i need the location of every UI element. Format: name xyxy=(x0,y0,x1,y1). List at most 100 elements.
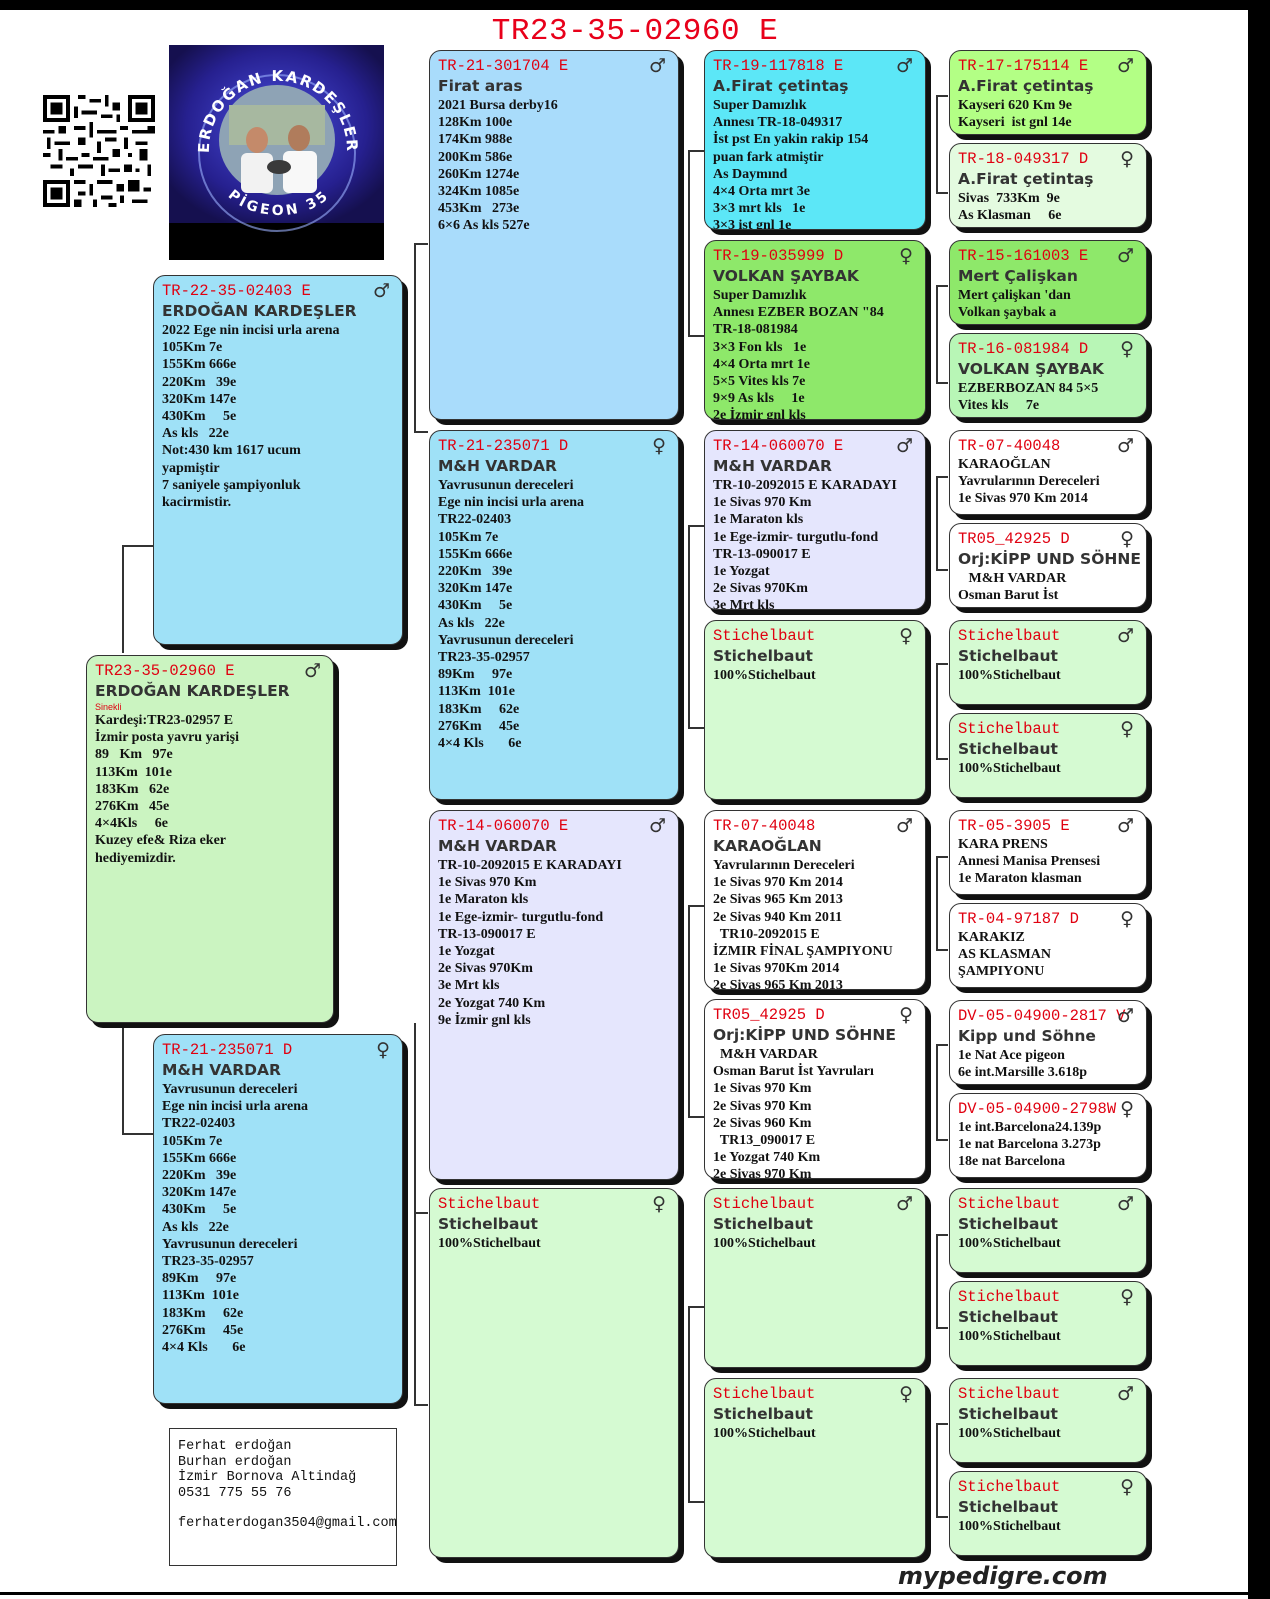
sex-symbol-icon: ♀ xyxy=(1120,1286,1134,1308)
pigeon-results: 100%Stichelbaut xyxy=(713,668,816,683)
ring-number: TR05_42925 D xyxy=(713,1006,825,1024)
connector-line xyxy=(688,905,690,1117)
ring-number: Stichelbaut xyxy=(713,1195,816,1213)
connector-line xyxy=(936,1327,948,1329)
connector-line xyxy=(936,1234,938,1328)
pigeon-results: 100%Stichelbaut xyxy=(713,1426,816,1441)
ring-number: TR-15-161003 E xyxy=(958,247,1089,265)
sex-symbol-icon: ♂ xyxy=(1116,435,1134,457)
ring-number: TR-19-117818 E xyxy=(713,57,844,75)
ring-number: TR23-35-02960 E xyxy=(95,662,235,680)
pigeon-results: TR-10-2092015 E KARADAYI 1e Sivas 970 Km… xyxy=(713,478,897,610)
connector-line xyxy=(936,758,948,760)
sex-symbol-icon: ♀ xyxy=(1120,1098,1134,1120)
contact-phone[interactable]: 0531 775 55 76 xyxy=(178,1485,292,1501)
pigeon-results: M&H VARDAR Osman Barut İst xyxy=(958,571,1067,604)
qr-code-icon[interactable] xyxy=(43,95,155,207)
connector-line xyxy=(122,1133,154,1135)
ring-number: TR-19-035999 D xyxy=(713,247,844,265)
card-sire-sire[interactable]: ♂ TR-21-301704 E Firat aras 2021 Bursa derb… xyxy=(429,50,679,420)
ring-number: Stichelbaut xyxy=(958,1385,1061,1403)
connector-line xyxy=(936,1234,948,1236)
logo-photo: ERDOĞAN KARDEŞLER PİGEON 35 xyxy=(169,45,384,260)
pigeon-name: Stichelbaut xyxy=(713,647,813,665)
sex-symbol-icon: ♀ xyxy=(1120,1476,1134,1498)
pigeon-name: Firat aras xyxy=(438,77,523,95)
pigeon-results: Yavrusunun dereceleri Ege nin incisi url… xyxy=(162,1082,308,1356)
footer-brand[interactable]: mypedigre.com xyxy=(898,1562,1108,1590)
contact-email[interactable]: ferhaterdogan3504@gmail.com xyxy=(178,1516,397,1531)
top-border xyxy=(0,0,1270,10)
connector-line xyxy=(688,727,704,729)
ring-number: Stichelbaut xyxy=(438,1195,541,1213)
pigeon-results: Sivas 733Km 9e As Klasman 6e xyxy=(958,191,1062,224)
pigeon-results: 2022 Ege nin incisi urla arena 105Km 7e … xyxy=(162,323,340,511)
connector-line xyxy=(414,1023,416,1405)
connector-line xyxy=(688,1501,704,1503)
connector-line xyxy=(936,382,948,384)
pigeon-subtitle: Sinekli xyxy=(95,702,122,712)
pigeon-name: M&H VARDAR xyxy=(438,457,557,475)
ring-number: TR-16-081984 D xyxy=(958,340,1089,358)
pigeon-name: VOLKAN ŞAYBAK xyxy=(958,360,1104,378)
connector-line xyxy=(122,1028,124,1134)
ring-number: TR-21-301704 E xyxy=(438,57,569,75)
contact-spacer xyxy=(178,1501,388,1516)
pigeon-results: 100%Stichelbaut xyxy=(958,668,1061,683)
ring-number: TR-05-3905 E xyxy=(958,817,1070,835)
pigeon-results: Super Damızlık Annesı TR-18-049317 İst p… xyxy=(713,98,869,230)
pigeon-results: 1e int.Barcelona24.139p 1e nat Barcelona… xyxy=(958,1120,1102,1170)
connector-line xyxy=(414,243,416,431)
connector-line xyxy=(936,569,948,571)
connector-line xyxy=(936,1423,938,1517)
sex-symbol-icon: ♀ xyxy=(899,245,913,267)
contact-line: İzmir Bornova Altindağ xyxy=(178,1470,357,1485)
sex-symbol-icon: ♀ xyxy=(1120,148,1134,170)
sex-symbol-icon: ♀ xyxy=(1120,908,1134,930)
sex-symbol-icon: ♀ xyxy=(1120,718,1134,740)
connector-line xyxy=(688,525,690,727)
pigeon-results: 100%Stichelbaut xyxy=(958,1519,1061,1534)
bottom-border xyxy=(0,1592,1248,1595)
pigeon-name: Stichelbaut xyxy=(958,1405,1058,1423)
connector-line xyxy=(936,1044,938,1140)
connector-line xyxy=(936,856,938,950)
pigeon-results: M&H VARDAR Osman Barut İst Yavruları 1e … xyxy=(713,1047,874,1179)
connector-line xyxy=(936,1423,948,1425)
pigeon-results: 2021 Bursa derby16 128Km 100e 174Km 988e… xyxy=(438,98,558,234)
pigeon-results: Kardeşi:TR23-02957 E İzmir posta yavru y… xyxy=(95,713,240,866)
connector-line xyxy=(414,1212,428,1214)
sex-symbol-icon: ♂ xyxy=(648,55,666,77)
pigeon-name: Stichelbaut xyxy=(958,1308,1058,1326)
